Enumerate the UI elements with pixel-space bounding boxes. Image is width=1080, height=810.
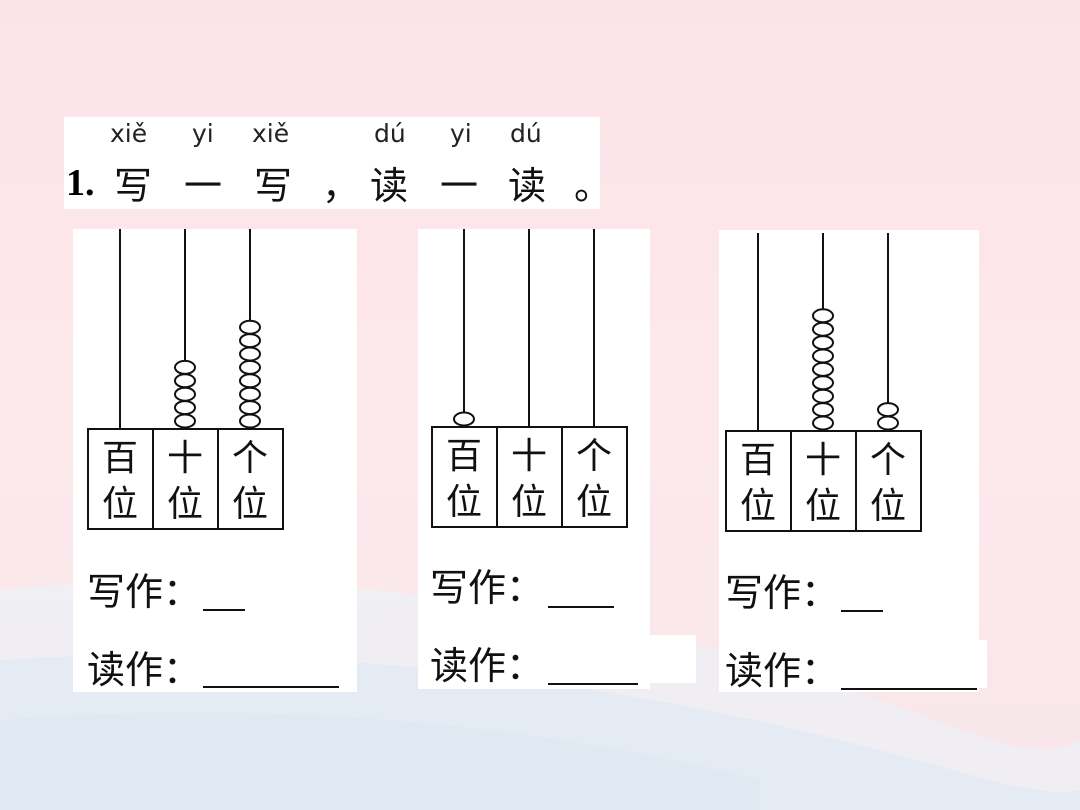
abacus-bead xyxy=(812,348,834,364)
place-label: 百 xyxy=(446,436,482,477)
abacus-bead xyxy=(239,346,261,362)
pinyin: dú xyxy=(510,119,542,148)
abacus-bead xyxy=(239,373,261,389)
abacus-bead xyxy=(812,308,834,324)
abacus-bead xyxy=(239,319,261,335)
place-label: 位 xyxy=(167,484,203,525)
place-label: 十 xyxy=(167,438,203,479)
pinyin: xiě xyxy=(110,119,148,148)
abacus-3: 百 位 十 位 个 位 xyxy=(725,233,922,532)
place-label: 十 xyxy=(805,440,841,481)
place-label: 个 xyxy=(576,436,612,477)
read-answer-blank[interactable] xyxy=(203,686,339,688)
abacus-bead xyxy=(239,413,261,429)
write-answer-blank[interactable] xyxy=(548,606,614,608)
place-label: 位 xyxy=(740,486,776,527)
abacus-bead xyxy=(174,400,196,416)
read-answer-blank[interactable] xyxy=(841,688,977,690)
abacus-bead xyxy=(174,359,196,375)
question-char: 读 xyxy=(508,164,547,208)
place-label: 位 xyxy=(102,484,138,525)
tens-beads xyxy=(812,308,834,431)
abacus-bead xyxy=(453,411,475,427)
place-label: 百 xyxy=(102,438,138,479)
abacus-card-1: 百 位 十 位 个 位 写作： 读作： xyxy=(73,229,357,692)
abacus-card-2: 百 位 十 位 个 位 写作： 读作： xyxy=(418,229,650,689)
card-3-extension xyxy=(979,640,987,688)
place-label: 百 xyxy=(740,440,776,481)
abacus-bead xyxy=(812,388,834,404)
ones-beads xyxy=(239,319,261,429)
place-label: 个 xyxy=(870,440,906,481)
hundreds-beads xyxy=(453,411,475,427)
abacus-bead xyxy=(877,415,899,431)
abacus-bead xyxy=(239,359,261,375)
abacus-card-3: 百 位 十 位 个 位 写作： 读作： xyxy=(719,230,979,693)
pinyin: yi xyxy=(192,119,214,148)
abacus-bead xyxy=(174,413,196,429)
place-label: 位 xyxy=(232,484,268,525)
abacus-1: 百 位 十 位 个 位 xyxy=(87,229,284,530)
abacus-bead xyxy=(239,333,261,349)
question-char: 一 xyxy=(184,164,223,208)
abacus-bead xyxy=(812,415,834,431)
read-prompt: 读作： xyxy=(87,648,202,692)
read-answer-blank[interactable] xyxy=(548,683,638,685)
abacus-2: 百 位 十 位 个 位 xyxy=(431,229,628,528)
place-label: 位 xyxy=(446,482,482,523)
write-answer-blank[interactable] xyxy=(841,610,883,612)
place-label: 位 xyxy=(511,482,547,523)
question-char: 写 xyxy=(254,164,293,208)
abacus-bead xyxy=(812,321,834,337)
abacus-bead xyxy=(174,386,196,402)
question-char: 。 xyxy=(574,164,613,208)
pinyin: dú xyxy=(374,119,406,148)
pinyin: yi xyxy=(450,119,472,148)
question-char: 一 xyxy=(440,164,479,208)
read-prompt: 读作： xyxy=(430,644,545,688)
abacus-bead xyxy=(812,402,834,418)
place-label: 十 xyxy=(511,436,547,477)
place-label: 位 xyxy=(805,486,841,527)
write-prompt: 写作： xyxy=(87,570,202,614)
question-char: ， xyxy=(322,164,361,208)
abacus-bead xyxy=(877,402,899,418)
question-title: xiě yi xiě dú yi dú 1. 写 一 写 ， 读 一 读 。 xyxy=(64,117,612,209)
tens-beads xyxy=(174,359,196,429)
place-label: 位 xyxy=(870,486,906,527)
question-char: 读 xyxy=(370,164,409,208)
abacus-bead xyxy=(174,373,196,389)
read-prompt: 读作： xyxy=(725,649,840,693)
question-number: 1. xyxy=(66,162,95,204)
write-answer-blank[interactable] xyxy=(203,609,245,611)
card-2-extension xyxy=(650,635,696,683)
abacus-bead xyxy=(239,386,261,402)
abacus-bead xyxy=(812,375,834,391)
question-char: 写 xyxy=(114,164,153,208)
abacus-bead xyxy=(239,400,261,416)
abacus-bead xyxy=(812,361,834,377)
write-prompt: 写作： xyxy=(725,571,840,615)
place-label: 个 xyxy=(232,438,268,479)
ones-beads xyxy=(877,402,899,431)
abacus-bead xyxy=(812,335,834,351)
write-prompt: 写作： xyxy=(430,566,545,610)
pinyin: xiě xyxy=(252,119,290,148)
place-label: 位 xyxy=(576,482,612,523)
